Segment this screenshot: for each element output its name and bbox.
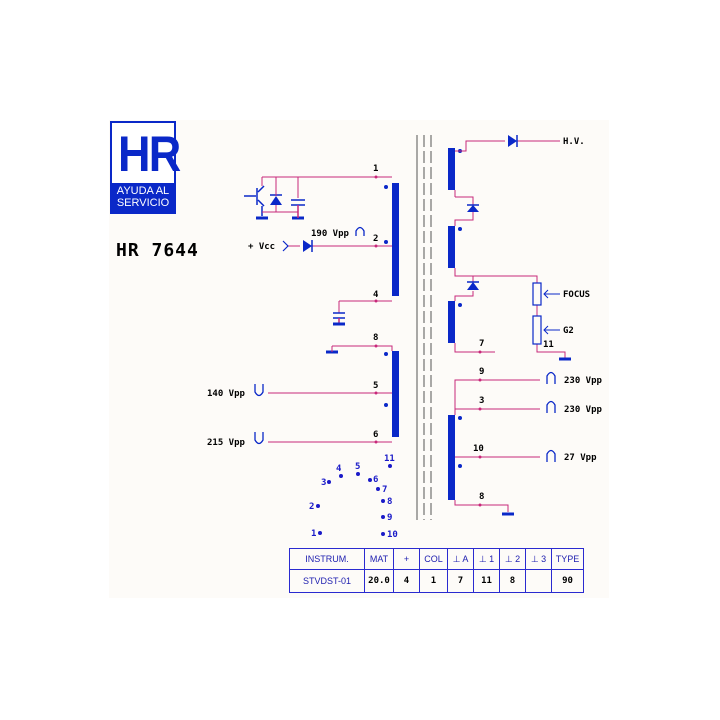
spec-value-ground-a: 7 bbox=[447, 569, 474, 593]
pin-4-label: 4 bbox=[373, 290, 379, 300]
socket-pin-2: 2 bbox=[309, 502, 314, 512]
ground-icon bbox=[326, 346, 338, 354]
spec-header-col: COL bbox=[419, 548, 448, 570]
spec-value-type: 90 bbox=[551, 569, 584, 593]
g2-label: G2 bbox=[563, 326, 574, 336]
spec-header-plus: + bbox=[393, 548, 420, 570]
spec-table: INSTRUM. MAT + COL ⊥ A ⊥ 1 ⊥ 2 ⊥ 3 TYPE … bbox=[289, 548, 584, 593]
pin-1-label: 1 bbox=[373, 164, 378, 174]
socket-pin-9: 9 bbox=[387, 513, 392, 523]
pin-5-label: 5 bbox=[373, 381, 378, 391]
focus-potentiometer-icon bbox=[532, 282, 560, 306]
aux-wires bbox=[454, 379, 540, 512]
tuning-capacitor-icon bbox=[291, 199, 305, 220]
pin-11-label: 11 bbox=[543, 340, 554, 350]
damper-diode-icon bbox=[262, 190, 298, 213]
socket-pin-6: 6 bbox=[373, 475, 378, 485]
vpp230b-label: 230 Vpp bbox=[564, 405, 603, 415]
vpp140-label: 140 Vpp bbox=[207, 389, 246, 399]
logo-text: AYUDA AL SERVICIO bbox=[112, 185, 174, 209]
spec-header-ground-1: ⊥ 1 bbox=[473, 548, 500, 570]
socket-pinout bbox=[316, 464, 392, 536]
pulse-230a-icon bbox=[546, 371, 556, 384]
spec-header-instrum: INSTRUM. bbox=[289, 548, 365, 570]
focus-label: FOCUS bbox=[563, 290, 590, 300]
pin-8-primary-label: 8 bbox=[373, 333, 378, 343]
spec-value-row: STVDST-01 20.0 4 1 7 11 8 90 bbox=[289, 569, 584, 593]
vcc-arrow-icon bbox=[282, 240, 289, 252]
vpp190-label: 190 Vpp bbox=[311, 229, 350, 239]
model-number: HR 7644 bbox=[116, 240, 199, 261]
spec-value-ground-3 bbox=[525, 569, 552, 593]
hv-diode-icon bbox=[508, 135, 518, 147]
pulse-230b-icon bbox=[546, 400, 556, 413]
pin-7-label: 7 bbox=[479, 339, 484, 349]
pulse-190-icon bbox=[355, 226, 365, 236]
hv-dots bbox=[458, 149, 462, 307]
spec-header-type: TYPE bbox=[551, 548, 584, 570]
hv-wires bbox=[454, 140, 566, 358]
pin-8-aux-label: 8 bbox=[479, 492, 484, 502]
aux-junctions bbox=[478, 350, 482, 507]
vcc-label: + Vcc bbox=[248, 242, 275, 252]
socket-pin-4: 4 bbox=[336, 464, 342, 474]
pin-3-label: 3 bbox=[479, 396, 484, 406]
wire-junctions bbox=[374, 175, 378, 444]
spec-value-instrum: STVDST-01 bbox=[289, 569, 365, 593]
pin-10-label: 10 bbox=[473, 444, 484, 454]
spec-header-ground-a: ⊥ A bbox=[447, 548, 474, 570]
spec-value-mat: 20.0 bbox=[364, 569, 394, 593]
transistor-icon bbox=[244, 185, 268, 220]
pin-9-label: 9 bbox=[479, 367, 484, 377]
spec-value-ground-2: 8 bbox=[499, 569, 526, 593]
spec-header-mat: MAT bbox=[364, 548, 394, 570]
pulse-140-icon bbox=[254, 384, 264, 397]
spec-header-ground-2: ⊥ 2 bbox=[499, 548, 526, 570]
vcc-diode-icon bbox=[303, 240, 313, 252]
cascade-diode-lower-icon bbox=[467, 281, 479, 290]
pin-6-label: 6 bbox=[373, 430, 378, 440]
pin4-capacitor-icon bbox=[333, 312, 345, 326]
g2-potentiometer-icon bbox=[532, 315, 560, 345]
spec-header-row: INSTRUM. MAT + COL ⊥ A ⊥ 1 ⊥ 2 ⊥ 3 TYPE bbox=[289, 548, 584, 570]
socket-pin-5: 5 bbox=[355, 462, 360, 472]
vpp27-label: 27 Vpp bbox=[564, 453, 597, 463]
socket-pin-10: 10 bbox=[387, 530, 398, 540]
pin-2-label: 2 bbox=[373, 234, 378, 244]
pulse-215-icon bbox=[254, 432, 264, 445]
pulse-27-icon bbox=[546, 449, 556, 462]
aux-winding bbox=[448, 415, 455, 500]
socket-pin-11: 11 bbox=[384, 454, 395, 464]
aux-dots bbox=[458, 416, 462, 468]
hv-label: H.V. bbox=[563, 137, 585, 147]
logo-mark: HR bbox=[118, 126, 181, 182]
vpp215-label: 215 Vpp bbox=[207, 438, 246, 448]
logo-band: AYUDA AL SERVICIO bbox=[112, 183, 174, 212]
spec-value-ground-1: 11 bbox=[473, 569, 500, 593]
primary-wires bbox=[261, 176, 393, 443]
primary-windings bbox=[392, 183, 399, 437]
spec-value-plus: 4 bbox=[393, 569, 420, 593]
primary-dots bbox=[384, 185, 388, 407]
vpp230a-label: 230 Vpp bbox=[564, 376, 603, 386]
socket-pin-3: 3 bbox=[321, 478, 326, 488]
diagram-panel bbox=[109, 120, 609, 598]
socket-pin-7: 7 bbox=[382, 485, 387, 495]
cascade-diode-upper-icon bbox=[467, 204, 479, 212]
transformer-core bbox=[416, 135, 432, 520]
spec-value-col: 1 bbox=[419, 569, 448, 593]
logo-line1: AYUDA AL bbox=[116, 185, 170, 197]
logo-line2: SERVICIO bbox=[116, 197, 170, 209]
socket-pin-8: 8 bbox=[387, 497, 392, 507]
hr-logo: HR AYUDA AL SERVICIO bbox=[110, 121, 181, 214]
spec-header-ground-3: ⊥ 3 bbox=[525, 548, 552, 570]
socket-pin-1: 1 bbox=[311, 529, 316, 539]
hv-windings bbox=[448, 148, 455, 343]
